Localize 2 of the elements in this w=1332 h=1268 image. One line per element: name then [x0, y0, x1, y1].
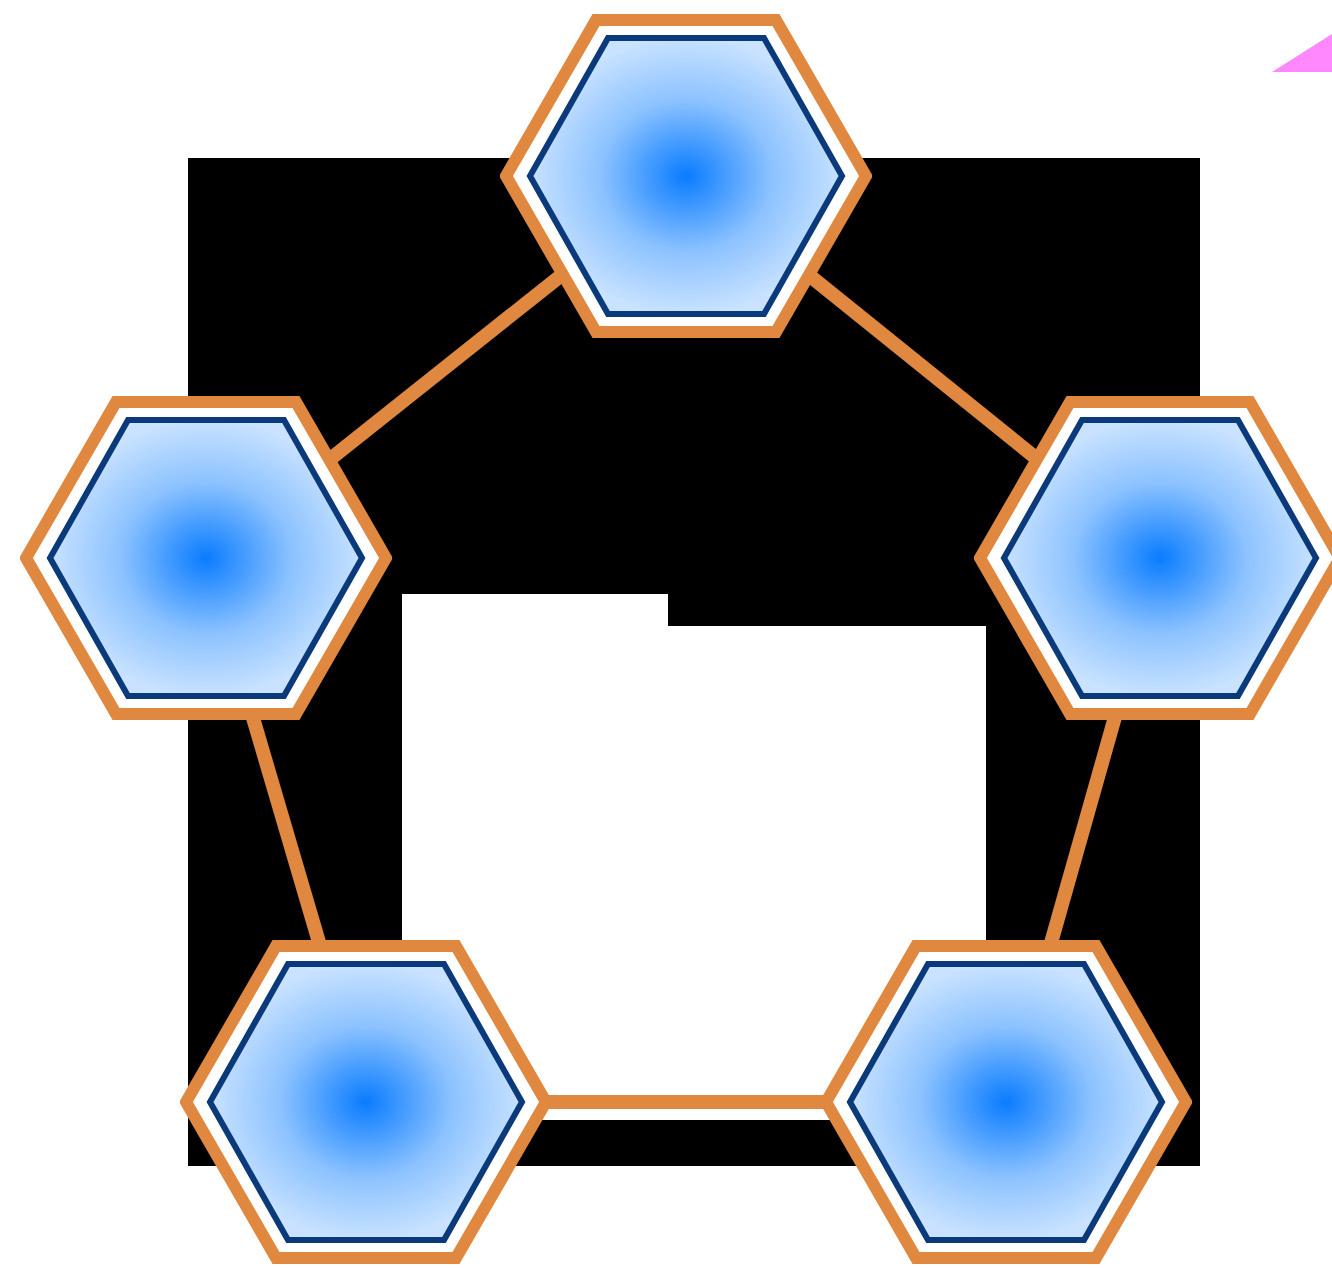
connector-line [325, 268, 567, 466]
connector-line [546, 1095, 826, 1109]
